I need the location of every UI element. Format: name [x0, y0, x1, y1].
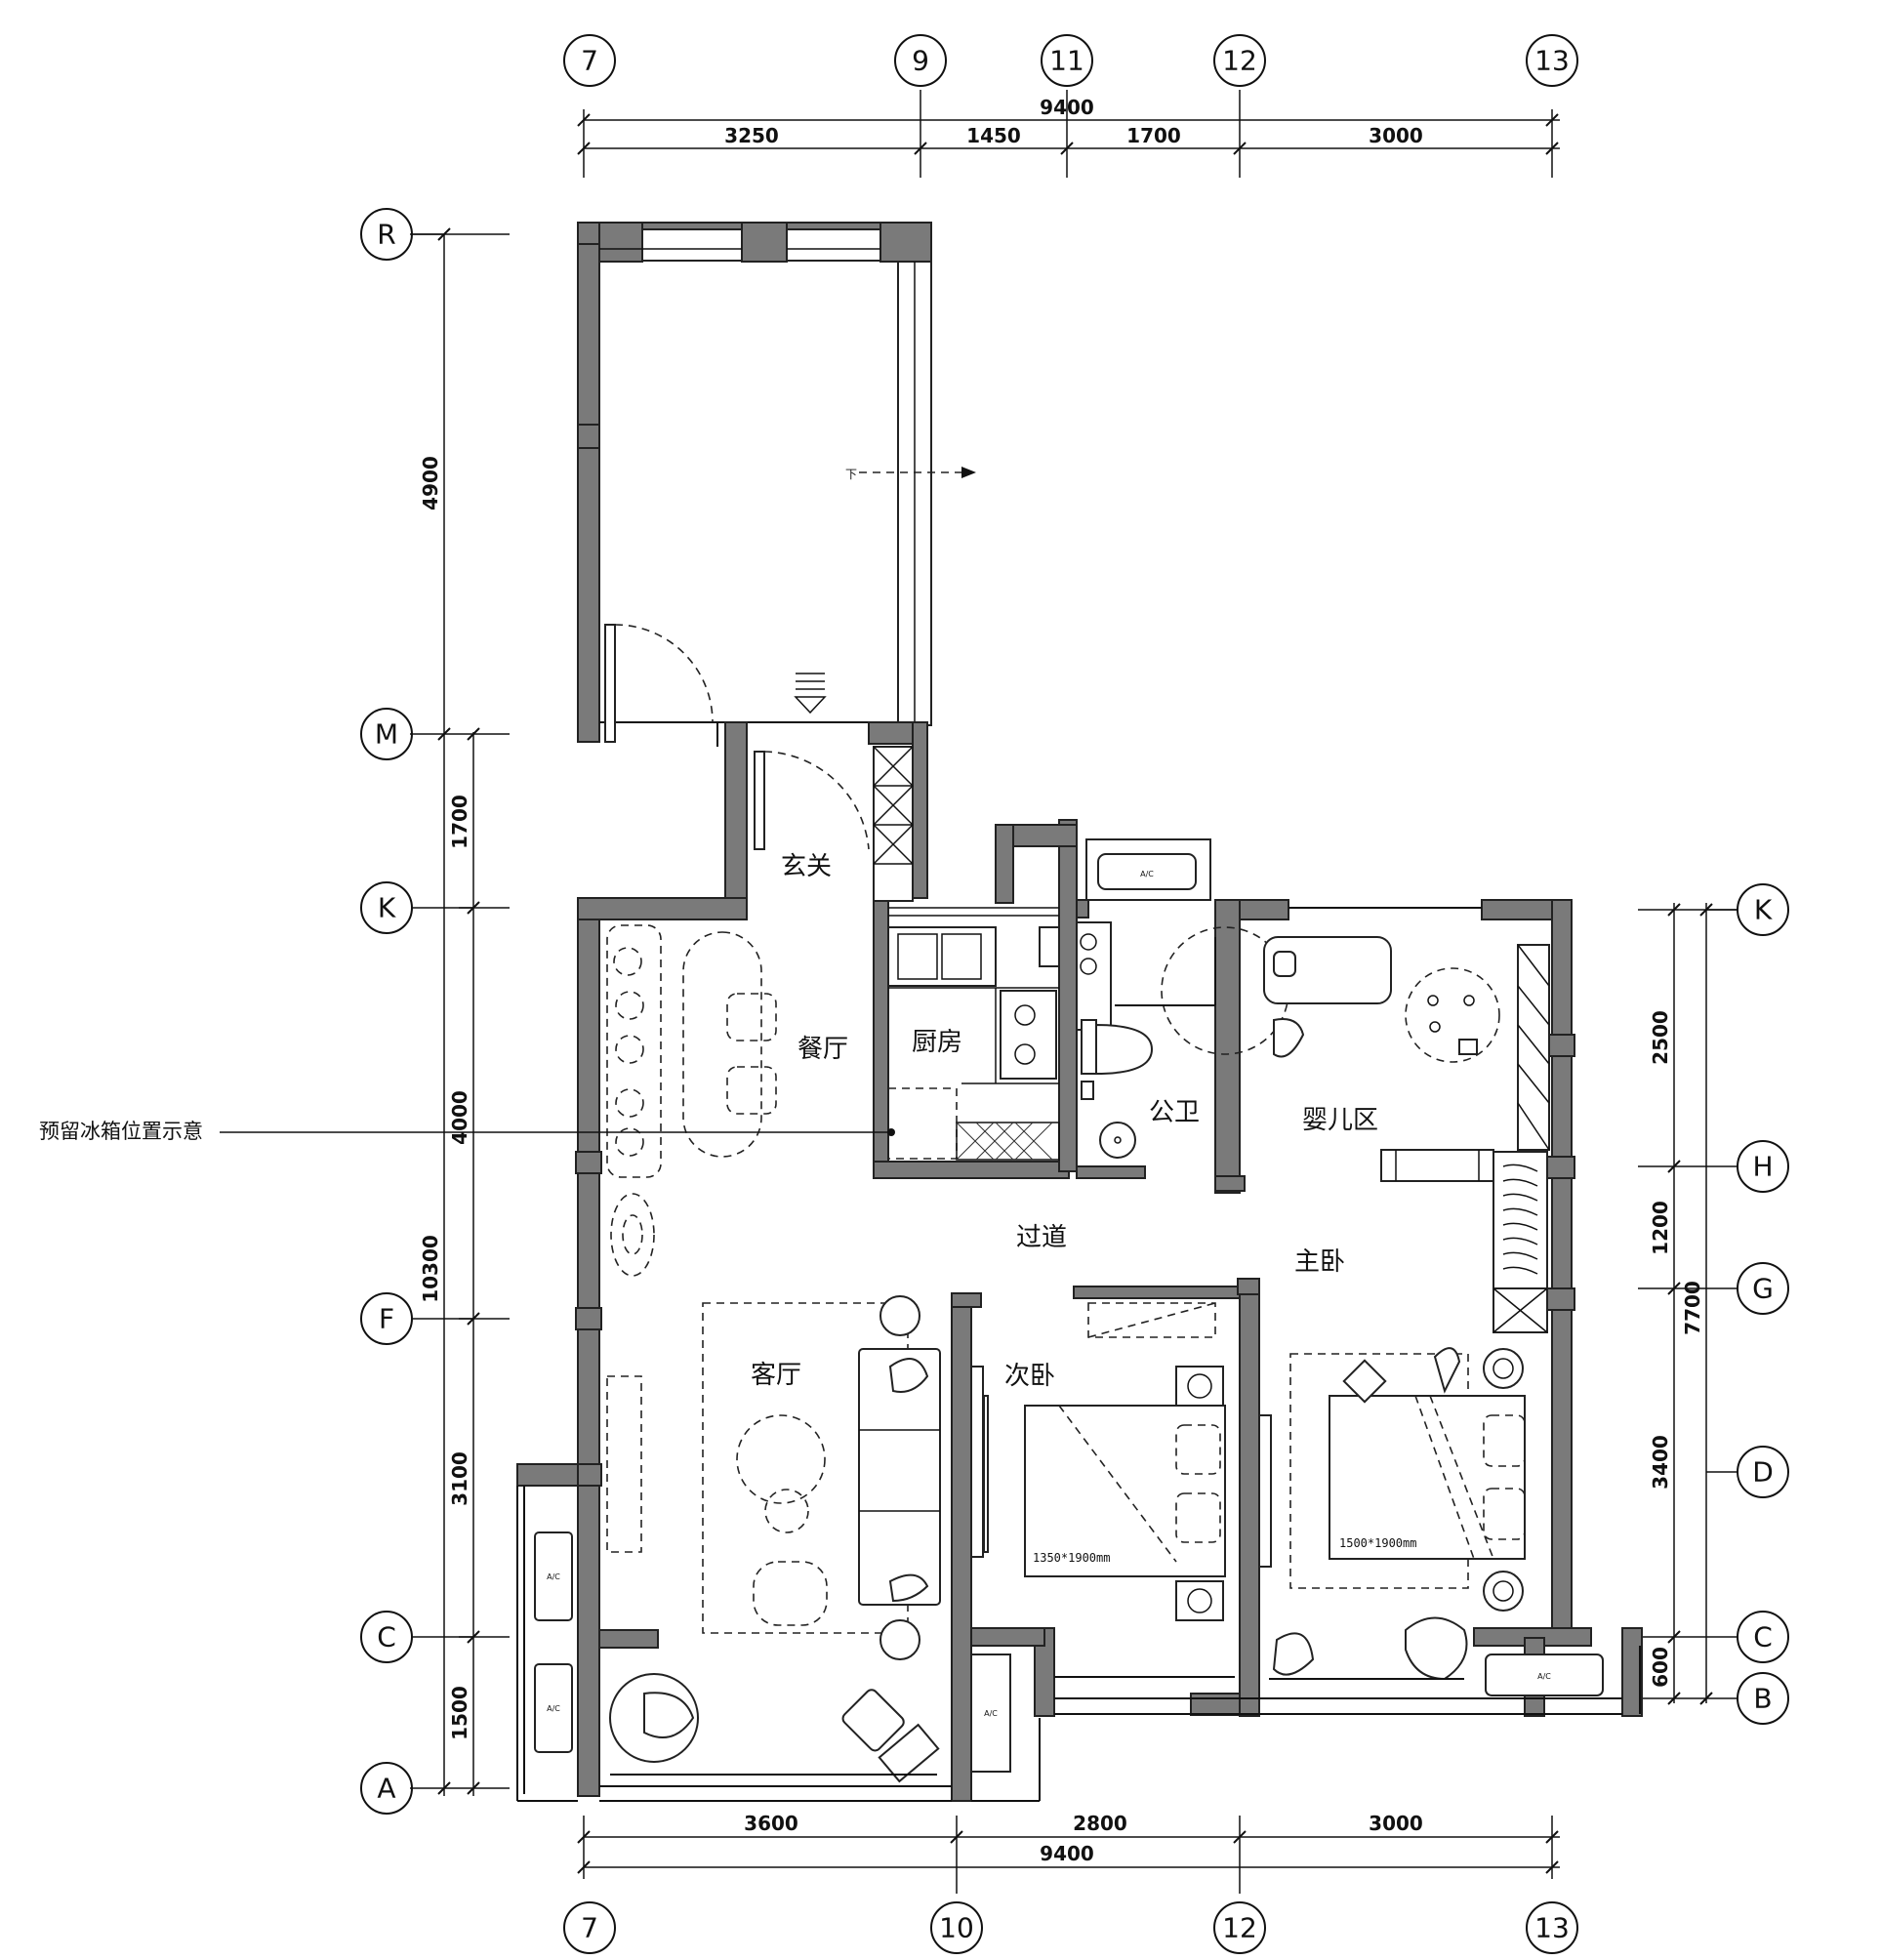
ac-label-second: A/C	[984, 1709, 998, 1718]
dim-left-4900: 4900	[419, 456, 442, 510]
walls	[516, 721, 1643, 1802]
dim-bottom-seg-2: 2800	[1073, 1812, 1127, 1835]
room-kitchen: 厨房	[912, 1028, 962, 1057]
left-grid-bubbles: R M K F C A	[360, 208, 473, 1815]
grid-left-R: R	[377, 219, 395, 251]
grid-right-B: B	[1753, 1683, 1772, 1715]
grid-top-7: 7	[581, 45, 598, 77]
room-bath: 公卫	[1149, 1098, 1200, 1127]
room-baby: 婴儿区	[1302, 1106, 1378, 1135]
room-entry: 玄关	[781, 852, 832, 881]
dim-top-seg-4: 3000	[1369, 124, 1423, 147]
living-room: 客厅 A/C A/C	[534, 1295, 941, 1783]
wardrobe	[1493, 1151, 1548, 1333]
dim-left-1700: 1700	[448, 795, 471, 849]
dim-bottom-seg-3: 3000	[1369, 1812, 1423, 1835]
grid-right-D: D	[1752, 1456, 1774, 1489]
fridge-callout: 预留冰箱位置示意	[39, 1120, 891, 1143]
fridge-note: 预留冰箱位置示意	[39, 1120, 203, 1143]
grid-top-9: 9	[912, 45, 929, 77]
dim-top-total: 9400	[1040, 96, 1094, 119]
dim-right-7700: 7700	[1681, 1281, 1704, 1335]
ac-label-2: A/C	[547, 1704, 560, 1713]
dim-top-seg-1: 3250	[724, 124, 779, 147]
dim-top-seg-3: 1700	[1126, 124, 1181, 147]
dim-left-1500: 1500	[448, 1686, 471, 1740]
room-dining: 餐厅	[797, 1035, 848, 1064]
right-grid-bubbles: K H G D C B	[1706, 883, 1789, 1725]
dining-area: 餐厅	[606, 924, 848, 1277]
entry-area: 玄关	[754, 746, 914, 902]
grid-left-K: K	[378, 892, 396, 924]
dim-top-seg-2: 1450	[966, 124, 1021, 147]
room-living: 客厅	[751, 1361, 801, 1390]
baby-area: 婴儿区	[1263, 936, 1550, 1333]
dim-right-1200: 1200	[1649, 1201, 1672, 1255]
ac-label-1: A/C	[547, 1572, 560, 1581]
second-bedroom: 次卧 1350*1900mm A/C	[970, 1302, 1235, 1773]
grid-bottom-7: 7	[581, 1912, 598, 1944]
grid-right-C: C	[1753, 1621, 1773, 1654]
grid-left-A: A	[377, 1773, 395, 1805]
left-dimensions: 4900 10300 1700 4000 3100 1500	[410, 227, 510, 1796]
room-corridor: 过道	[1016, 1223, 1067, 1252]
grid-top-11: 11	[1049, 45, 1084, 77]
grid-right-H: H	[1752, 1151, 1773, 1183]
grid-left-C: C	[377, 1621, 396, 1654]
grid-bottom-10: 10	[939, 1912, 974, 1944]
grid-right-K: K	[1754, 894, 1773, 926]
dim-bottom-total: 9400	[1040, 1842, 1094, 1865]
grid-top-13: 13	[1534, 45, 1570, 77]
grid-left-F: F	[379, 1303, 394, 1335]
bed-second-size: 1350*1900mm	[1033, 1551, 1110, 1565]
right-dimensions: 2500 1200 3400 600 7700	[1638, 903, 1738, 1705]
down-label: 下	[845, 468, 857, 481]
master-bedroom: 主卧 1500*1900mm A/C	[1258, 1247, 1604, 1696]
grid-right-G: G	[1752, 1273, 1774, 1305]
top-grid-bubbles: 7 9 11 12 13	[563, 34, 1578, 87]
grid-top-12: 12	[1222, 45, 1257, 77]
dim-left-10300: 10300	[419, 1235, 442, 1303]
dim-left-3100: 3100	[448, 1451, 471, 1506]
kitchen: 厨房	[887, 907, 1060, 1161]
ac-label-bath: A/C	[1140, 870, 1154, 878]
dim-bottom-seg-1: 3600	[744, 1812, 798, 1835]
kitchen-tiles	[956, 1122, 1060, 1161]
dim-left-4000: 4000	[448, 1090, 471, 1145]
bed-master-size: 1500*1900mm	[1339, 1536, 1416, 1550]
grid-left-M: M	[375, 718, 398, 751]
grid-bottom-13: 13	[1534, 1912, 1570, 1944]
room-master: 主卧	[1294, 1247, 1345, 1277]
dim-right-3400: 3400	[1649, 1435, 1672, 1490]
grid-bottom-12: 12	[1222, 1912, 1257, 1944]
balcony-ac-units: A/C A/C	[534, 1531, 573, 1753]
bottom-dimensions: 3600 2800 3000 9400	[577, 1812, 1560, 1894]
top-dimensions: 9400 3250 1450 1700 3000	[577, 90, 1560, 178]
ac-label-master: A/C	[1537, 1672, 1551, 1681]
room-second: 次卧	[1004, 1362, 1055, 1391]
top-terrace: 下	[577, 222, 976, 747]
dim-right-600: 600	[1649, 1647, 1672, 1688]
dim-right-2500: 2500	[1649, 1010, 1672, 1065]
bathroom: A/C 公卫	[1076, 838, 1289, 1159]
bottom-grid-bubbles: 7 10 12 13	[563, 1901, 1578, 1954]
